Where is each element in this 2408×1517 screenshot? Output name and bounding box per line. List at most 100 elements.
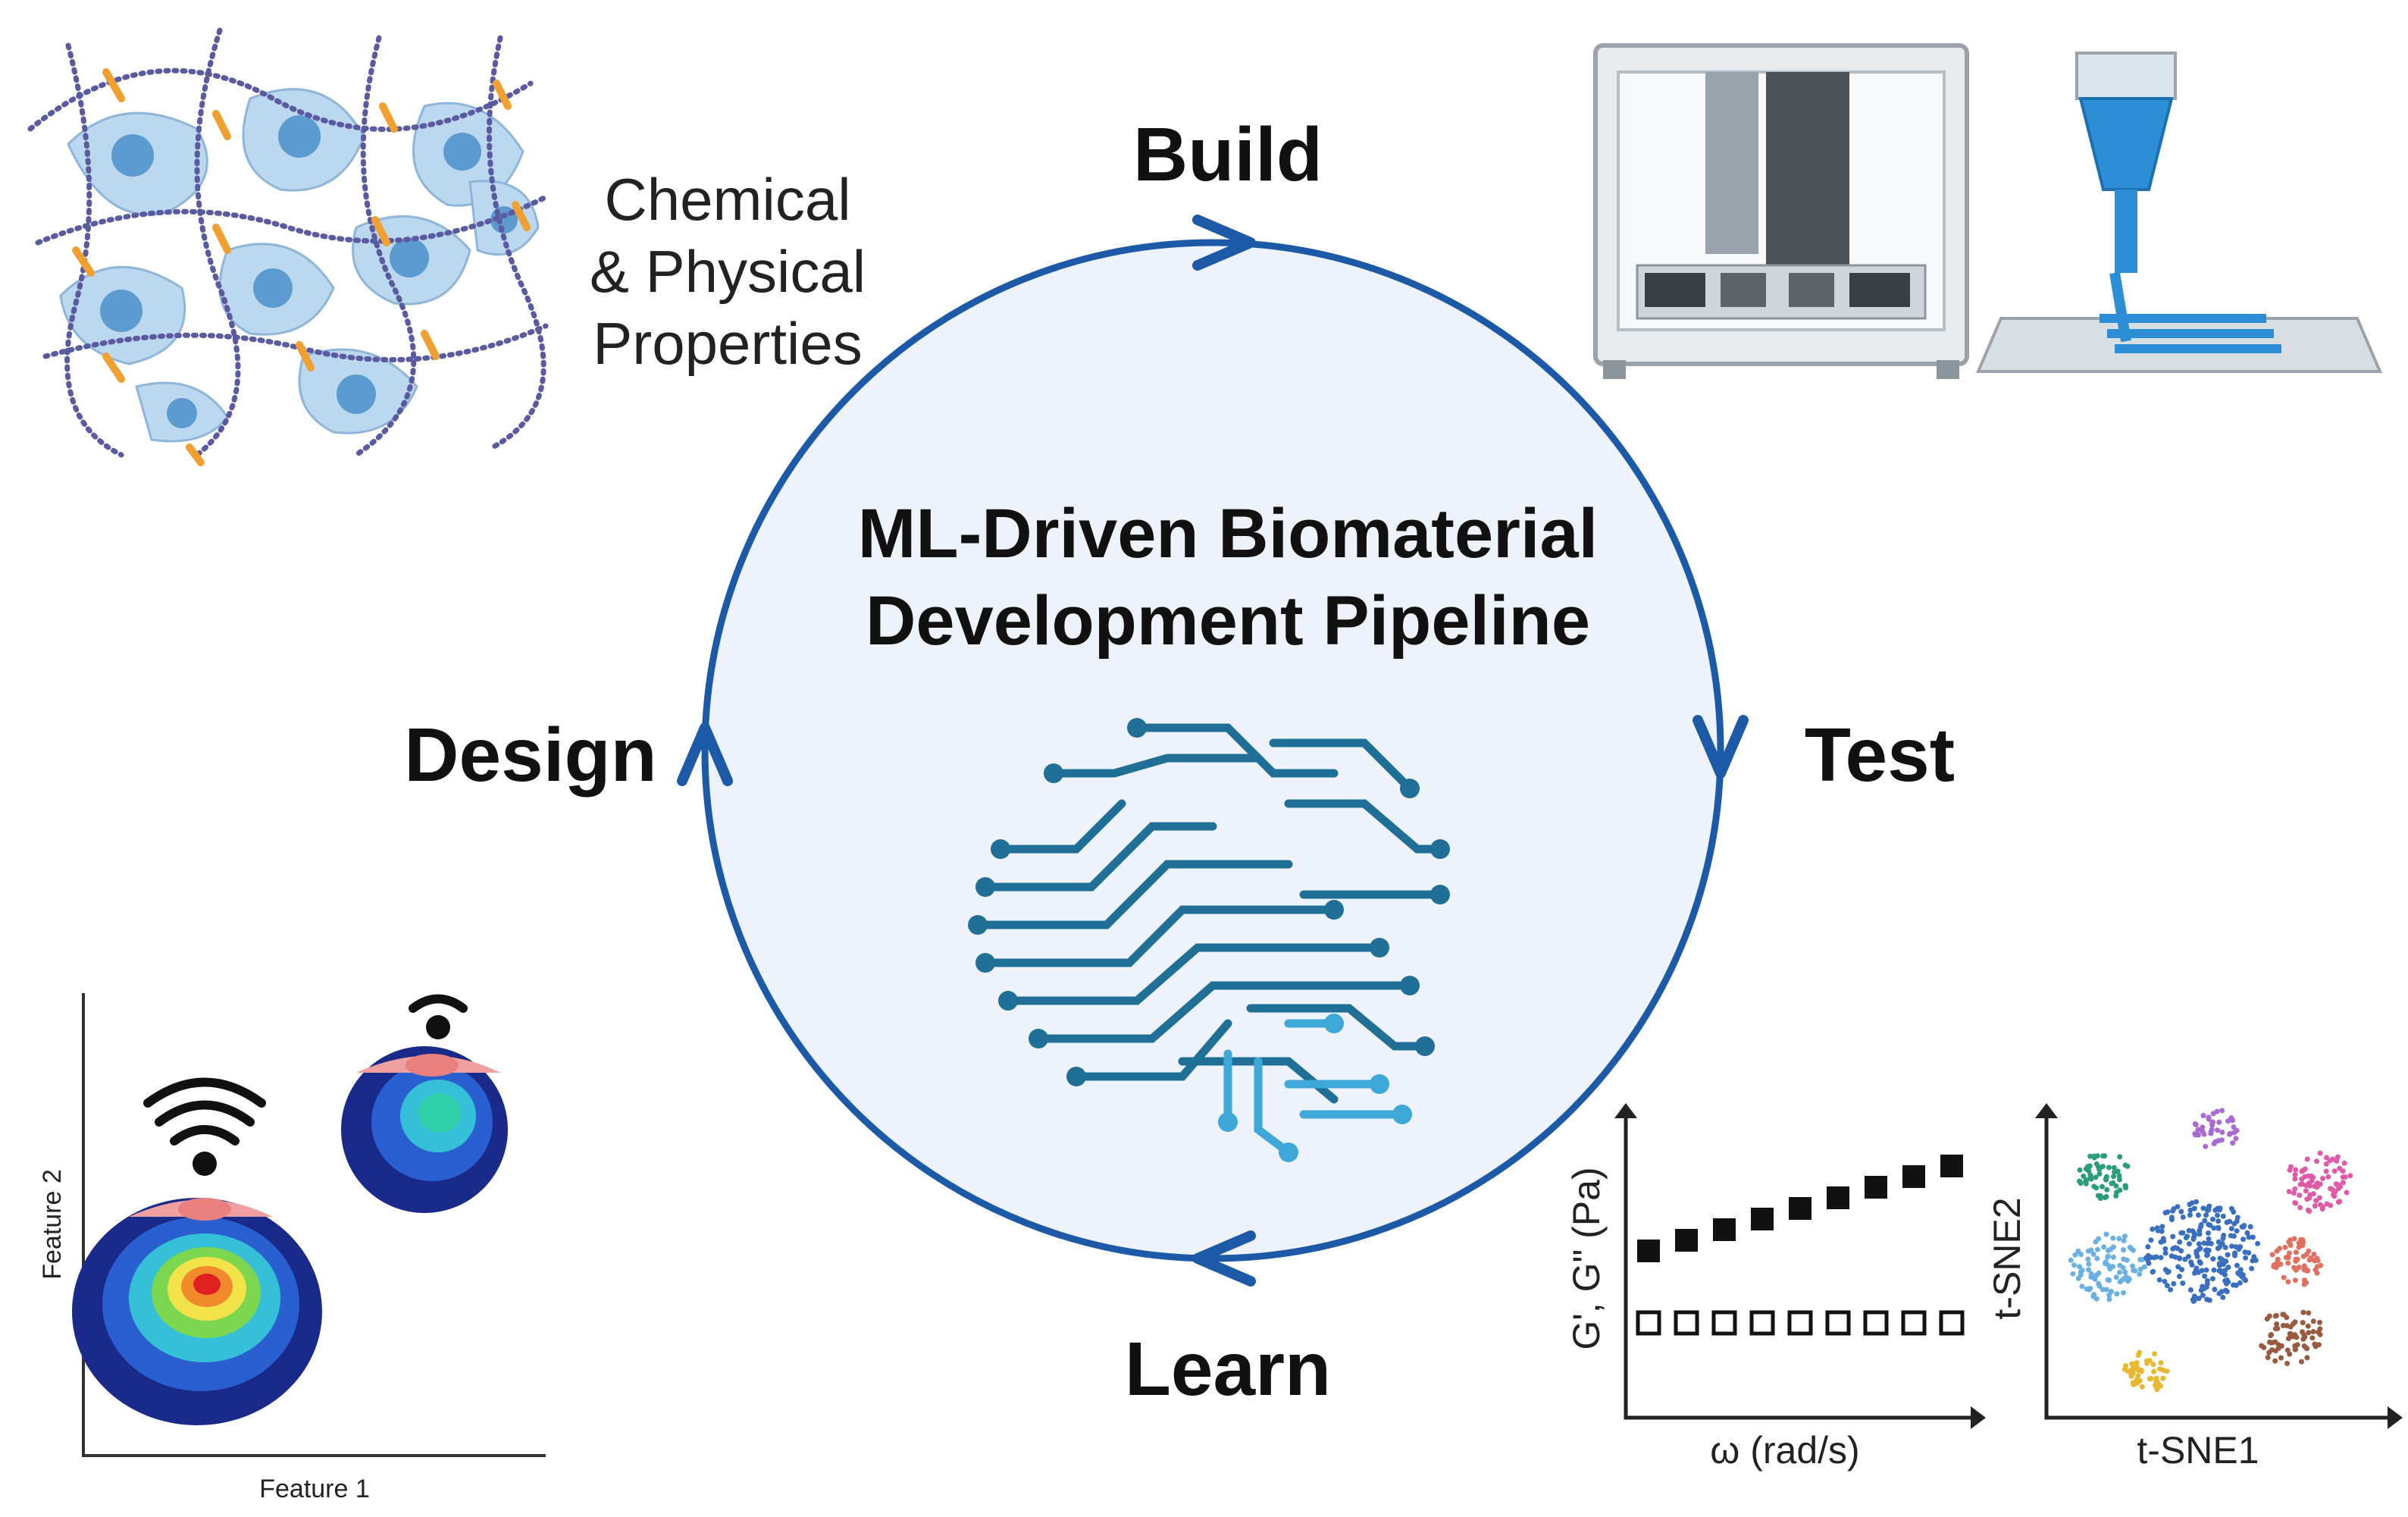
rheology-open-marker [1863, 1310, 1889, 1336]
tsne-point [2328, 1202, 2334, 1208]
tsne-point [2250, 1234, 2256, 1240]
tsne-point [2148, 1237, 2154, 1243]
tsne-point [2109, 1180, 2115, 1186]
tsne-point [2150, 1269, 2156, 1275]
tsne-point [2306, 1180, 2312, 1186]
tsne-point [2286, 1239, 2292, 1245]
tsne-point [2203, 1267, 2209, 1273]
rheology-open-marker [1749, 1310, 1775, 1336]
tsne-point [2314, 1158, 2319, 1164]
tsne-point [2215, 1127, 2220, 1133]
tsne-point [2203, 1284, 2209, 1290]
tsne-point [2162, 1278, 2168, 1284]
hydrogel-label-line-1: Chemical [604, 166, 850, 233]
tsne-point [2342, 1174, 2348, 1180]
tsne-point [2199, 1127, 2205, 1133]
tsne-point [2105, 1253, 2111, 1259]
title-line-2: Development Pipeline [866, 582, 1590, 660]
rheology-axes [1624, 1107, 1982, 1420]
tsne-point [2115, 1168, 2121, 1174]
tsne-point [2265, 1355, 2271, 1361]
tsne-point [2274, 1321, 2280, 1327]
tsne-point [2114, 1291, 2120, 1297]
tsne-point [2287, 1331, 2294, 1337]
tsne-point [2266, 1313, 2272, 1319]
tsne-point [2117, 1262, 2123, 1268]
tsne-point [2117, 1154, 2123, 1160]
tsne-point [2191, 1293, 2197, 1299]
tsne-point [2191, 1205, 2197, 1211]
tsne-point [2305, 1268, 2311, 1274]
tsne-point [2313, 1198, 2319, 1204]
tsne-point [2310, 1318, 2316, 1324]
tsne-point [2261, 1344, 2267, 1350]
tsne-point [2294, 1249, 2299, 1255]
tsne-point [2092, 1276, 2098, 1282]
tsne-point [2194, 1249, 2200, 1255]
tsne-point [2284, 1347, 2291, 1353]
tsne-point [2109, 1289, 2114, 1294]
flow-ylabel: Feature 2 [38, 1169, 67, 1280]
tsne-point [2299, 1359, 2304, 1365]
tsne-point [2206, 1247, 2212, 1253]
tsne-point [2311, 1252, 2317, 1257]
tsne-point [2221, 1233, 2227, 1238]
tsne-point [2147, 1376, 2153, 1382]
tsne-point [2168, 1287, 2174, 1293]
label-test: Test [1805, 713, 1955, 798]
tsne-point [2084, 1177, 2090, 1183]
tsne-point [2293, 1267, 2299, 1273]
tsne-point [2093, 1272, 2100, 1278]
title-line-1: ML-Driven Biomaterial [858, 495, 1598, 572]
tsne-point [2113, 1183, 2119, 1189]
tsne-point [2231, 1124, 2237, 1130]
tsne-point [2273, 1348, 2278, 1354]
tsne-point [2291, 1321, 2297, 1327]
tsne-point [2214, 1108, 2220, 1114]
tsne-point [2210, 1216, 2215, 1222]
tsne-point [2304, 1355, 2310, 1361]
flow-axes [82, 993, 546, 1457]
tsne-point [2106, 1296, 2112, 1302]
tsne-point [2325, 1174, 2331, 1180]
rheology-filled-marker [1637, 1240, 1660, 1262]
tsne-point [2139, 1384, 2145, 1390]
tsne-point [2306, 1248, 2312, 1254]
tsne-point [2180, 1230, 2186, 1236]
tsne-point [2200, 1293, 2206, 1299]
tsne-point [2192, 1131, 2198, 1136]
signal-dot-2 [426, 1015, 450, 1039]
tsne-point [2304, 1346, 2310, 1352]
tsne-point [2175, 1264, 2181, 1270]
tsne-point [2121, 1238, 2127, 1243]
tsne-point [2340, 1168, 2346, 1174]
tsne-point [2323, 1161, 2329, 1167]
tsne-point [2180, 1215, 2186, 1220]
tsne-point [2093, 1161, 2100, 1167]
bioprinter-nozzle-illustration [1975, 52, 2383, 373]
tsne-point [2186, 1241, 2192, 1247]
tsne-point [2224, 1277, 2230, 1283]
tsne-point [2300, 1240, 2306, 1246]
tsne-point [2220, 1294, 2226, 1300]
tsne-point [2190, 1298, 2197, 1304]
tsne-point [2228, 1226, 2234, 1232]
tsne-point [2285, 1255, 2291, 1261]
tsne-point [2162, 1246, 2168, 1252]
tsne-point [2347, 1173, 2353, 1179]
tsne-point [2306, 1310, 2312, 1316]
tsne-point [2224, 1219, 2230, 1225]
tsne-point [2327, 1158, 2333, 1164]
flow-xlabel: Feature 1 [259, 1475, 370, 1503]
tsne-point [2183, 1235, 2189, 1241]
tsne-point [2105, 1277, 2111, 1283]
tsne-point [2124, 1257, 2130, 1263]
tsne-point [2224, 1289, 2230, 1295]
tsne-point [2219, 1130, 2225, 1135]
tsne-point [2100, 1183, 2105, 1189]
tsne-point [2141, 1264, 2147, 1270]
tsne-point [2132, 1268, 2138, 1274]
tsne-point [2285, 1260, 2291, 1266]
tsne-point [2192, 1121, 2198, 1127]
tsne-point [2234, 1262, 2240, 1268]
